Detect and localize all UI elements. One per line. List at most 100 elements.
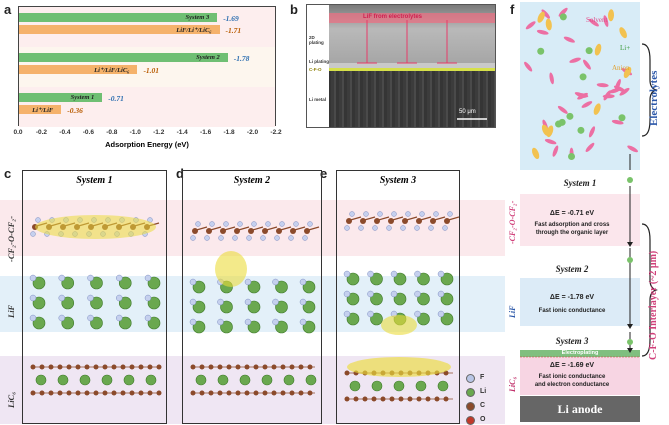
fluorine-atom <box>87 274 94 282</box>
lithium-ion <box>566 112 574 120</box>
solvent-molecule <box>588 126 596 138</box>
anion-molecule <box>594 43 602 56</box>
solvent-label: Solvent <box>586 16 608 24</box>
row-label-organic: -CF₂-O-CF₂- <box>6 215 16 262</box>
bar-value-label: -1.78 <box>233 54 250 63</box>
carbon-atom <box>290 228 296 234</box>
f-system1: System 1 <box>563 178 597 188</box>
lithium-atom <box>346 292 360 306</box>
lithium-ion <box>577 126 585 134</box>
solvent-molecule <box>544 139 557 145</box>
fluorine-atom <box>189 278 197 286</box>
fluorine-atom <box>237 221 243 227</box>
fluorine-atom <box>377 211 383 217</box>
li-plating-band <box>329 63 495 71</box>
sem-label-column <box>307 5 329 127</box>
fluorine-atom <box>367 310 374 318</box>
lithium-atom <box>147 296 161 310</box>
fluorine-atom <box>244 318 252 326</box>
fluorine-atom <box>223 221 229 227</box>
fluorine-atom <box>390 290 398 298</box>
fluorine-atom <box>116 274 123 282</box>
lithium-atom <box>217 374 229 386</box>
bar <box>19 25 220 34</box>
fluorine-atom <box>307 221 313 227</box>
fluorine-atom <box>272 318 279 326</box>
lithium-atom <box>393 380 405 392</box>
lif-annotation: LiF from electrolytes <box>363 14 423 20</box>
bar <box>19 65 138 74</box>
fluorine-atom <box>274 235 280 241</box>
fluorine-atom <box>251 221 257 227</box>
fluorine-atom <box>232 235 238 241</box>
scale-bar-label: 50 μm <box>459 109 476 115</box>
bar-value-label: -1.71 <box>225 26 242 35</box>
fluorine-atom <box>302 235 308 241</box>
lithium-ion <box>585 47 593 55</box>
electrolyte-species <box>524 7 638 160</box>
fluorine-atom <box>367 290 374 298</box>
f-system2: System 2 <box>555 264 589 274</box>
panel-label-a: a <box>4 2 12 17</box>
solvent-molecule <box>536 29 549 35</box>
fluorine-atom <box>349 211 355 217</box>
lithium-atom <box>61 276 75 290</box>
bar-category-label: System 3 <box>185 14 210 21</box>
fluorine-atom <box>391 211 397 217</box>
lithium-atom <box>247 300 261 314</box>
lithium-atom <box>61 316 75 330</box>
fluorine-atom <box>447 211 453 217</box>
s1-desc2: through the organic layer <box>535 230 609 236</box>
label-2d-plating: 2D plating <box>309 35 324 45</box>
lithium-atom <box>90 296 103 310</box>
fluorine-atom <box>442 225 448 231</box>
carbon-atom <box>360 218 366 224</box>
electrolytes-label: Electrolytes <box>648 70 660 126</box>
x-tick-label: 0.0 <box>13 129 23 136</box>
lithium-atom <box>192 300 206 314</box>
solvent-molecule <box>549 72 554 85</box>
fluorine-atom <box>217 318 224 326</box>
solvent-molecule <box>619 87 630 96</box>
charge-density <box>35 215 156 239</box>
system1-atoms <box>29 215 162 396</box>
lithium-atom <box>393 292 407 306</box>
lithium-atom <box>275 300 288 314</box>
f-left-lif: LiF <box>508 305 517 318</box>
lithium-ion <box>558 118 566 126</box>
lithium-atom <box>437 380 449 392</box>
label-li-metal: Li metal <box>309 97 327 102</box>
legend-label: F <box>480 374 485 381</box>
lithium-atom <box>192 320 206 334</box>
system3-title: System 3 <box>379 175 417 186</box>
legend-label: Li <box>480 388 487 395</box>
solvent-molecule <box>615 79 621 91</box>
lithium-atom <box>302 280 316 294</box>
system1-structure: System 1 <box>22 170 167 424</box>
bar <box>19 93 103 102</box>
carbon-atom <box>388 218 394 224</box>
fluorine-atom <box>299 318 307 326</box>
x-axis-label: Adsorption Energy (eV) <box>105 140 189 149</box>
li-ion-label: Li+ <box>620 44 631 52</box>
sem-image: LiF from electrolytes 2D plating Li plat… <box>306 4 496 128</box>
lithium-atom <box>147 276 161 290</box>
lithium-atom <box>275 320 288 334</box>
organic-layer <box>520 194 640 246</box>
fluorine-atom <box>414 270 421 278</box>
lithium-atom <box>192 280 206 294</box>
system2-structure: System 2 <box>182 170 322 424</box>
carbon-atom <box>374 218 380 224</box>
fluorine-atom <box>372 225 378 231</box>
system2-atoms <box>189 221 320 396</box>
fluorine-atom <box>189 318 197 326</box>
fluorine-atom <box>433 211 439 217</box>
lithium-atom <box>370 292 383 306</box>
solvent-molecule <box>557 105 568 114</box>
anion-molecule <box>593 103 601 115</box>
solvent-molecule <box>611 119 624 125</box>
solvent-molecule <box>627 145 638 153</box>
electroplating-layer <box>520 350 640 357</box>
lithium-atom <box>118 276 132 290</box>
lithium-ion <box>579 73 587 81</box>
